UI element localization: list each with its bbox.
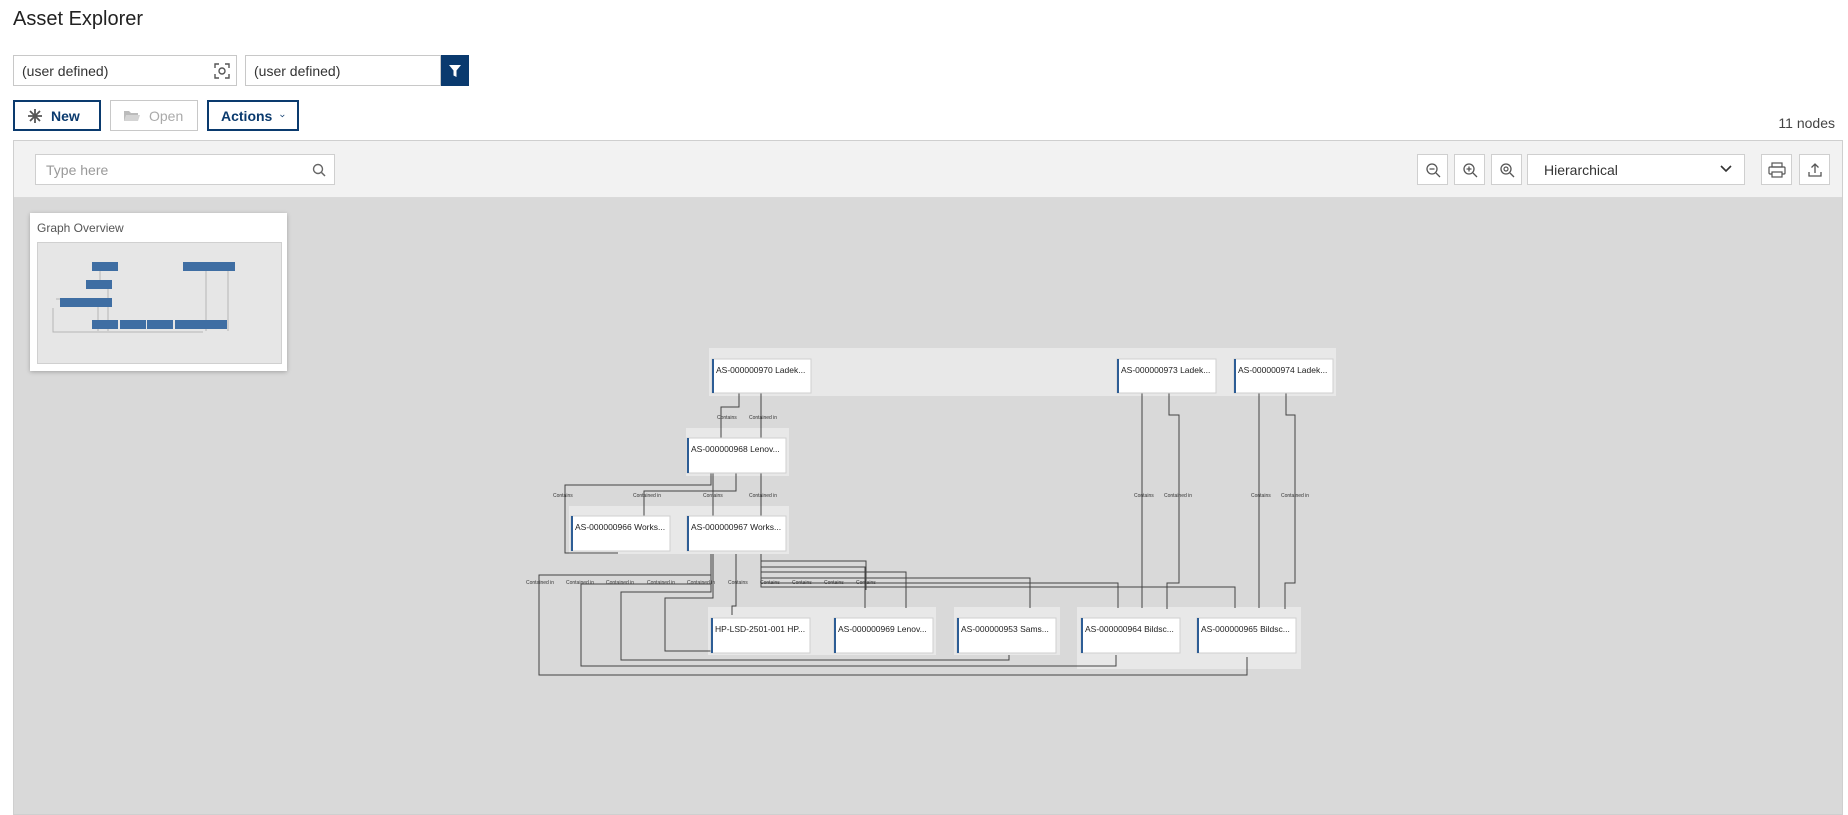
- chevron-down-icon: [280, 114, 285, 117]
- graph-overview-title: Graph Overview: [37, 221, 124, 235]
- overview-node: [60, 298, 86, 307]
- edge-label: Contained in: [566, 580, 594, 586]
- overview-node: [86, 280, 112, 289]
- search-input[interactable]: [36, 161, 296, 178]
- zoom-out-icon: [1425, 162, 1440, 177]
- edge-label: Contains: [717, 415, 737, 421]
- filter-2-field[interactable]: (user defined): [245, 55, 441, 86]
- overview-node: [92, 320, 118, 329]
- chevron-down-icon: [1720, 165, 1732, 173]
- node-label: AS-000000969 Lenov...: [838, 624, 927, 634]
- search-icon[interactable]: [312, 163, 326, 177]
- filter-1-field[interactable]: (user defined): [13, 55, 237, 86]
- graph-node[interactable]: AS-000000974 Ladek...: [1233, 358, 1334, 394]
- edge-label: Contains: [1251, 493, 1271, 499]
- edge-label: Contains: [824, 580, 844, 586]
- actions-button[interactable]: Actions: [207, 100, 299, 131]
- graph-node[interactable]: AS-000000966 Works...: [570, 515, 671, 552]
- overview-node: [183, 262, 209, 271]
- graph-node[interactable]: AS-000000973 Ladek...: [1116, 358, 1217, 394]
- overview-node: [120, 320, 146, 329]
- graph-toolbar: Hierarchical: [14, 141, 1842, 198]
- graph-node[interactable]: AS-000000969 Lenov...: [833, 617, 934, 654]
- overview-node: [86, 298, 112, 307]
- edge-label: Contains: [856, 580, 876, 586]
- zoom-in-button[interactable]: [1454, 154, 1485, 185]
- graph-edges: [538, 393, 1296, 676]
- edge-label: Contained in: [749, 415, 777, 421]
- layout-select-value: Hierarchical: [1544, 161, 1618, 178]
- filter-2-value: (user defined): [254, 62, 341, 79]
- graph-node[interactable]: AS-000000964 Bildsc...: [1080, 617, 1181, 654]
- node-count: 11 nodes: [1778, 115, 1835, 131]
- page-title: Asset Explorer: [13, 8, 144, 30]
- edge-label: Contained in: [606, 580, 634, 586]
- overview-node: [147, 320, 173, 329]
- edge-label: Contains: [792, 580, 812, 586]
- graph-node[interactable]: AS-000000967 Works...: [686, 515, 787, 552]
- scan-icon[interactable]: [214, 63, 230, 79]
- asterisk-icon: [28, 108, 42, 123]
- zoom-fit-button[interactable]: [1491, 154, 1522, 185]
- edge-label: Contained in: [749, 493, 777, 499]
- graph-search: [35, 154, 335, 185]
- main-toolbar: New Open Actions: [13, 100, 299, 131]
- node-label: HP-LSD-2501-001 HP...: [715, 624, 805, 634]
- group-region: [709, 348, 1336, 396]
- node-label: AS-000000966 Works...: [575, 522, 665, 532]
- graph-node[interactable]: AS-000000965 Bildsc...: [1196, 617, 1297, 654]
- node-label: AS-000000974 Ladek...: [1238, 365, 1327, 375]
- graph-node[interactable]: HP-LSD-2501-001 HP...: [710, 617, 811, 654]
- node-label: AS-000000953 Sams...: [961, 624, 1049, 634]
- open-button[interactable]: Open: [110, 100, 198, 131]
- overview-node: [209, 262, 235, 271]
- node-label: AS-000000973 Ladek...: [1121, 365, 1210, 375]
- edge-label: Contains: [1134, 493, 1154, 499]
- edge-label: Contained in: [687, 580, 715, 586]
- folder-open-icon: [124, 110, 140, 121]
- edge-label: Contained in: [633, 493, 661, 499]
- node-label: AS-000000970 Ladek...: [716, 365, 805, 375]
- zoom-in-icon: [1462, 162, 1477, 177]
- printer-icon: [1767, 161, 1786, 178]
- open-button-label: Open: [149, 107, 184, 124]
- graph-canvas[interactable]: Contains Contained in Contains Contained…: [14, 198, 1842, 814]
- zoom-out-button[interactable]: [1417, 154, 1448, 185]
- filter-1-value: (user defined): [22, 62, 109, 79]
- node-label: AS-000000968 Lenov...: [691, 444, 780, 454]
- edge-label: Contains: [760, 580, 780, 586]
- edge-label: Contains: [553, 493, 573, 499]
- filter-row: (user defined) (user defined): [13, 55, 469, 86]
- funnel-icon: [449, 64, 461, 77]
- graph-overview: Graph Overview: [30, 213, 287, 371]
- print-button[interactable]: [1761, 154, 1792, 185]
- actions-button-label: Actions: [221, 107, 273, 124]
- graph-nodes: AS-000000970 Ladek... AS-000000973 Ladek…: [570, 358, 1334, 654]
- layout-select[interactable]: Hierarchical: [1527, 154, 1745, 185]
- graph-node[interactable]: AS-000000953 Sams...: [956, 617, 1057, 654]
- new-button-label: New: [51, 107, 80, 124]
- filter-button[interactable]: [441, 55, 469, 86]
- upload-icon: [1807, 162, 1822, 177]
- node-label: AS-000000964 Bildsc...: [1085, 624, 1174, 634]
- edge-labels: Contains Contained in Contains Contained…: [526, 415, 1309, 586]
- edge-label: Contains: [703, 493, 723, 499]
- edge-label: Contained in: [647, 580, 675, 586]
- overview-node: [175, 320, 201, 329]
- edge-label: Contained in: [1281, 493, 1309, 499]
- graph-overview-canvas[interactable]: [37, 242, 282, 364]
- node-label: AS-000000965 Bildsc...: [1201, 624, 1290, 634]
- new-button[interactable]: New: [13, 100, 101, 131]
- node-label: AS-000000967 Works...: [691, 522, 781, 532]
- edge-label: Contained in: [526, 580, 554, 586]
- edge-label: Contained in: [1164, 493, 1192, 499]
- graph-panel: Hierarchical Graph Overview: [13, 140, 1843, 815]
- graph-node[interactable]: AS-000000968 Lenov...: [686, 437, 787, 474]
- zoom-fit-icon: [1499, 162, 1514, 177]
- graph-node[interactable]: AS-000000970 Ladek...: [711, 358, 812, 394]
- export-button[interactable]: [1799, 154, 1830, 185]
- overview-node: [92, 262, 118, 271]
- edge-label: Contains: [728, 580, 748, 586]
- overview-node: [201, 320, 227, 329]
